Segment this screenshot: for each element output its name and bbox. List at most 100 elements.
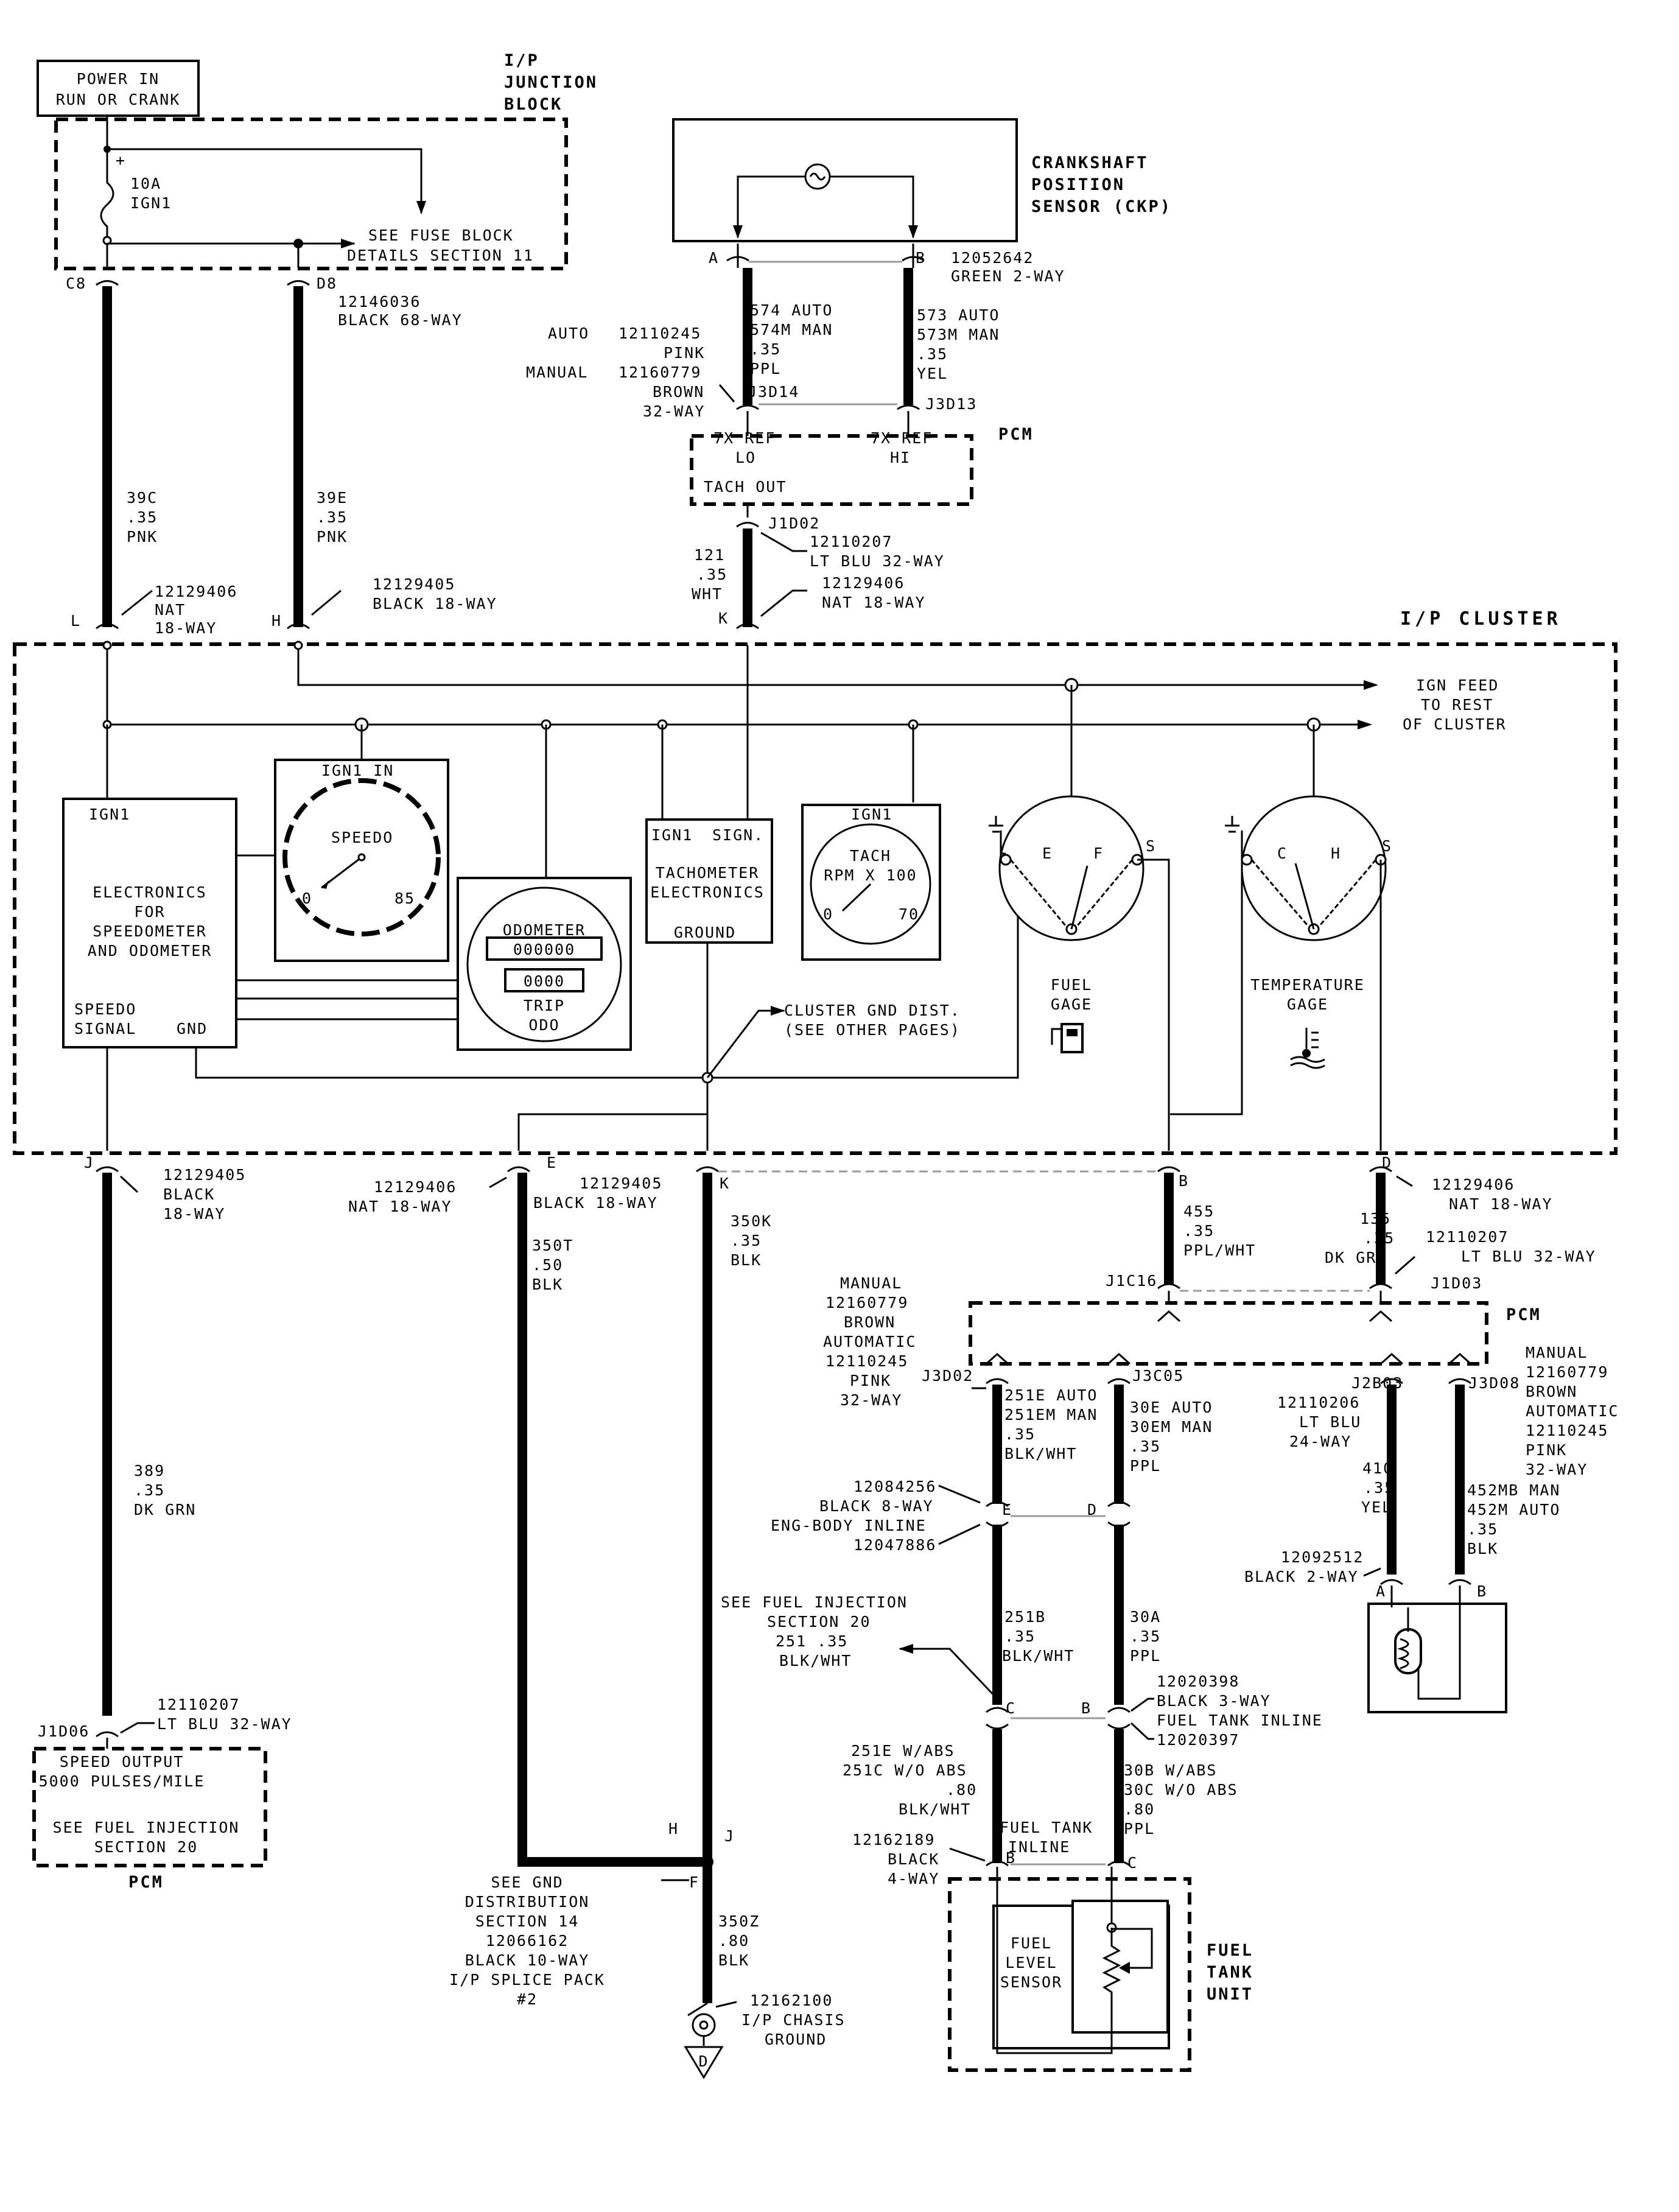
diagram-label: FUEL xyxy=(1051,976,1092,994)
diagram-label: .35 xyxy=(1004,1627,1036,1645)
diagram-label: IGN1 xyxy=(651,826,693,844)
thermometer-icon xyxy=(1290,1028,1325,1069)
diagram-label: 12110207 xyxy=(810,533,892,550)
diagram-label: 18-WAY xyxy=(163,1205,225,1223)
diagram-label: BLK xyxy=(718,1951,749,1969)
diagram-label: 7X REF xyxy=(871,429,933,447)
diagram-label: AUTOMATIC xyxy=(1526,1402,1619,1420)
diagram-label: FOR xyxy=(134,903,165,921)
diagram-label: 0 xyxy=(302,890,312,907)
diagram-label: CLUSTER GND DIST. xyxy=(784,1002,961,1019)
fuse-10a xyxy=(100,149,114,241)
diagram-label: H xyxy=(272,612,282,630)
diagram-label: BLK xyxy=(731,1251,762,1269)
diagram-label: NAT 18-WAY xyxy=(822,594,926,611)
diagram-label: + xyxy=(116,152,126,169)
diagram-label: JUNCTION xyxy=(504,73,598,92)
diagram-label: SIGNAL xyxy=(74,1020,136,1038)
diagram-label: ELECTRONICS xyxy=(93,883,207,901)
ip-junction-block: I/P JUNCTION BLOCK + 10A IGN1 SEE FUSE B… xyxy=(54,51,598,270)
ip-splice-pack: H J F SEE GND DISTRIBUTION SECTION 14 12… xyxy=(449,1820,734,2008)
diagram-label: NAT xyxy=(155,601,186,619)
diagram-label: A xyxy=(1376,1582,1386,1600)
sensor-connector: 12092512 BLACK 2-WAY A B xyxy=(1244,1548,1486,1600)
diagram-label: DISTRIBUTION xyxy=(465,1893,590,1911)
diagram-label: 7X REF xyxy=(713,429,776,447)
diagram-label: ENG-BODY INLINE xyxy=(771,1517,927,1534)
connector-h: H 12129405 BLACK 18-WAY xyxy=(272,575,496,630)
diagram-label: PNK xyxy=(127,528,158,546)
diagram-label: 251E AUTO xyxy=(1004,1386,1098,1404)
fuel-tank-connector: 12162189 BLACK 4-WAY FUEL TANK INLINE B … xyxy=(852,1819,1137,1887)
diagram-label: H xyxy=(668,1820,679,1838)
fuel-tank-inline-connector: C B 12020398 BLACK 3-WAY FUEL TANK INLIN… xyxy=(986,1673,1323,1749)
diagram-label: BLK/WHT xyxy=(1002,1647,1074,1665)
diagram-label: YEL xyxy=(1361,1498,1392,1516)
diagram-label: PINK xyxy=(664,344,705,362)
diagram-label: LEVEL xyxy=(1005,1954,1057,1971)
diagram-label: IGN1 xyxy=(130,194,172,212)
diagram-label: WHT xyxy=(692,585,723,603)
diagram-label: 39E xyxy=(317,489,348,507)
diagram-label: BLK xyxy=(532,1276,563,1293)
diagram-label: UNIT xyxy=(1207,1985,1253,2004)
diagram-label: MANUAL xyxy=(526,363,588,381)
diagram-label: PCM xyxy=(1506,1305,1541,1324)
diagram-label: D8 xyxy=(317,275,337,292)
speedometer: IGN1 IN SPEEDO 0 85 xyxy=(274,759,449,962)
diagram-label: .35 xyxy=(731,1232,762,1249)
diagram-label: .35 xyxy=(1130,1438,1161,1455)
tachometer: IGN1 TACH RPM X 100 0 70 xyxy=(801,804,941,961)
diagram-label: 12160779 xyxy=(619,363,701,381)
power-in-box: POWER IN RUN OR CRANK xyxy=(37,60,200,117)
diagram-label: L xyxy=(71,612,81,630)
diagram-label: 4-WAY xyxy=(888,1870,939,1887)
diagram-label: TO REST xyxy=(1421,696,1493,714)
diagram-label: ELECTRONICS xyxy=(650,883,765,901)
connector-b: B xyxy=(1157,1166,1188,1190)
diagram-label: PPL xyxy=(1130,1457,1161,1475)
diagram-label: NAT 18-WAY xyxy=(1449,1195,1553,1213)
wire-350t xyxy=(517,1173,707,1867)
diagram-label: FUEL TANK xyxy=(1000,1819,1093,1836)
diagram-label: SEE FUSE BLOCK xyxy=(368,226,514,244)
diagram-label: 12129405 xyxy=(580,1174,662,1192)
diagram-label: 12162189 xyxy=(852,1831,935,1849)
diagram-label: .35 xyxy=(317,508,348,526)
diagram-label: YEL xyxy=(917,365,948,382)
diagram-label: 452M AUTO xyxy=(1467,1501,1560,1519)
j2b03-connector: 12110206 LT BLU 24-WAY xyxy=(972,1378,1471,1450)
diagram-label: DK GRN xyxy=(1325,1249,1387,1266)
diagram-label: 18-WAY xyxy=(155,619,217,637)
diagram-label: 12110245 xyxy=(619,325,701,342)
diagram-label: 251 .35 xyxy=(776,1632,848,1650)
diagram-label: .35 xyxy=(1130,1627,1161,1645)
diagram-label: C8 xyxy=(66,275,86,292)
connector-k: K 12129405 BLACK 18-WAY xyxy=(533,1166,1159,1212)
ip-cluster: I/P CLUSTER IGN FEED TO REST OF CLUSTER xyxy=(13,608,1618,1155)
diagram-label: I/P CLUSTER xyxy=(1400,608,1562,630)
diagram-label: BROWN xyxy=(844,1313,896,1331)
diagram-label: SPEEDO xyxy=(74,1000,136,1018)
diagram-label: IGN1 xyxy=(89,806,130,823)
odometer: ODOMETER 000000 0000 TRIP ODO xyxy=(457,877,632,1051)
diagram-label: LT BLU 32-WAY xyxy=(1461,1248,1596,1265)
diagram-label: BLOCK xyxy=(504,95,563,114)
diagram-label: 70 xyxy=(899,905,919,923)
diagram-label: ODOMETER xyxy=(503,921,586,939)
diagram-label: LT BLU xyxy=(1299,1413,1361,1431)
diagram-label: BLACK xyxy=(163,1185,215,1203)
diagram-label: IGN1 xyxy=(851,806,892,823)
diagram-label: PPL xyxy=(1124,1820,1155,1838)
diagram-label: 12129406 xyxy=(1432,1176,1515,1193)
fuel-tank-unit: FUEL TANK UNIT FUEL LEVEL SENSOR xyxy=(948,1867,1253,2072)
diagram-label: 5000 PULSES/MILE xyxy=(39,1772,205,1790)
diagram-label: .35 xyxy=(750,340,781,358)
ckp-sensor: CRANKSHAFT POSITION SENSOR (CKP) A B 120… xyxy=(672,118,1170,285)
diagram-label: INLINE xyxy=(1008,1838,1070,1856)
diagram-label: FUEL TANK INLINE xyxy=(1157,1712,1323,1729)
pcm-mid-right-label: MANUAL 12160779 BROWN AUTOMATIC 12110245… xyxy=(1526,1344,1619,1478)
diagram-label: PCM xyxy=(128,1873,164,1892)
connector-d: D 12129406 NAT 18-WAY xyxy=(1369,1154,1553,1213)
diagram-label: C xyxy=(1277,844,1288,862)
